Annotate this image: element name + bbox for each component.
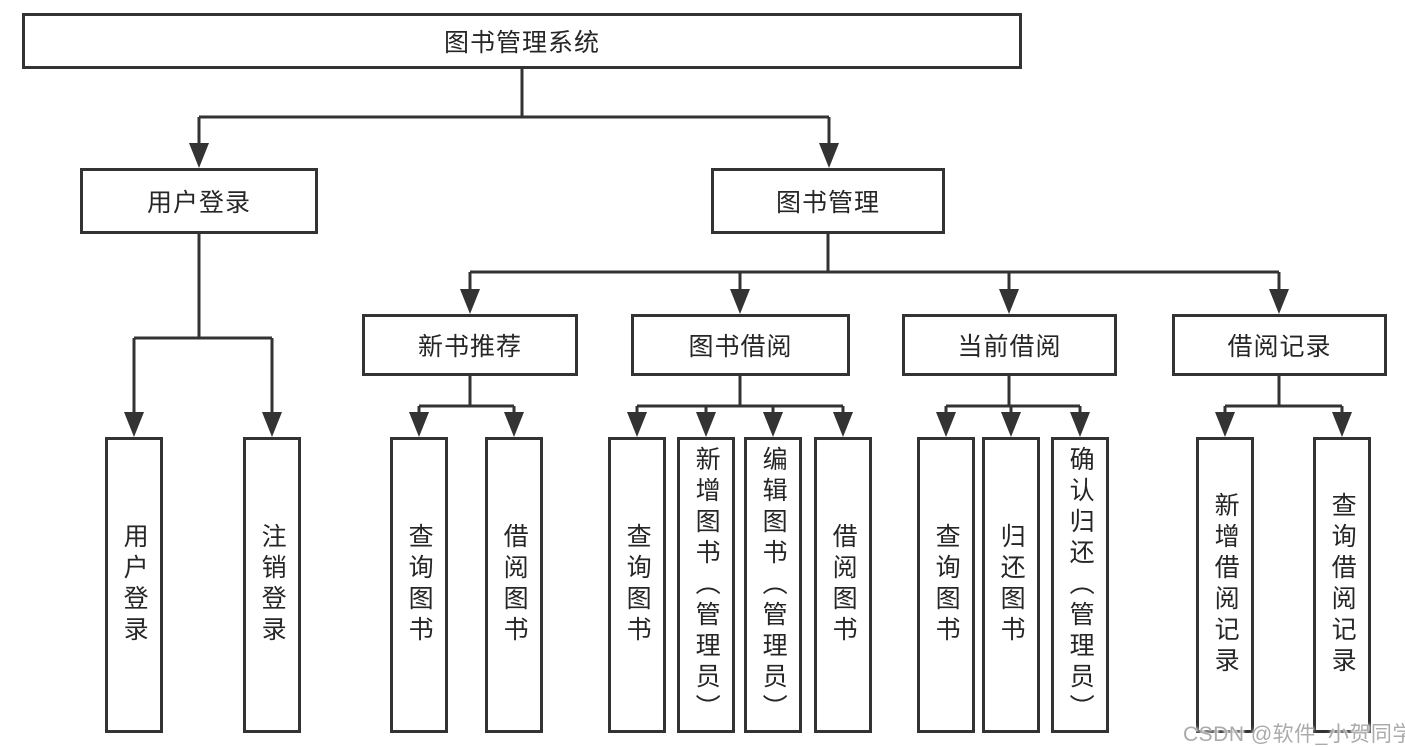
node-root-label: 图书管理系统: [443, 29, 600, 57]
node-leaf-edit-books-admin: 编辑图书（管理员）: [744, 437, 802, 733]
leaf-label: 新增图书（管理员）: [692, 445, 721, 725]
arrow-down-icon: [730, 289, 750, 314]
leaf-label: 编辑图书（管理员）: [759, 445, 788, 725]
leaf-label: 归还图书: [997, 523, 1026, 647]
node-leaf-borrow-books-recommend: 借阅图书: [485, 437, 543, 733]
leaf-label: 借阅图书: [500, 523, 529, 647]
arrow-down-icon: [189, 143, 209, 168]
arrow-down-icon: [504, 412, 524, 437]
node-leaf-add-books-admin: 新增图书（管理员）: [677, 437, 735, 733]
node-user-login-label: 用户登录: [146, 189, 251, 217]
leaf-label: 新增借阅记录: [1211, 492, 1240, 678]
node-leaf-add-borrow-record: 新增借阅记录: [1196, 437, 1254, 733]
node-leaf-query-books-current: 查询图书: [917, 437, 975, 733]
node-book-management: 图书管理: [711, 168, 945, 234]
connector-book-borrowing-to-leaves: [635, 376, 845, 416]
arrow-down-icon: [833, 412, 853, 437]
node-current-borrowing: 当前借阅: [902, 314, 1117, 376]
leaf-label: 查询借阅记录: [1328, 492, 1357, 678]
arrowheads: [124, 143, 1352, 437]
connector-user-login-to-leaves: [132, 233, 274, 416]
leaf-label: 用户登录: [120, 523, 149, 647]
node-borrowing-records: 借阅记录: [1172, 314, 1387, 376]
node-user-login: 用户登录: [80, 168, 318, 234]
arrow-down-icon: [1215, 412, 1235, 437]
node-leaf-query-books-recommend: 查询图书: [390, 437, 448, 733]
node-new-book-recommend: 新书推荐: [362, 314, 578, 376]
leaf-label: 注销登录: [258, 523, 287, 647]
arrow-down-icon: [627, 412, 647, 437]
arrow-down-icon: [409, 412, 429, 437]
leaf-label: 借阅图书: [829, 523, 858, 647]
connector-new-book-to-leaves: [417, 376, 516, 416]
node-current-borrowing-label: 当前借阅: [957, 333, 1062, 361]
node-leaf-query-books-borrowing: 查询图书: [608, 437, 666, 733]
arrow-down-icon: [262, 412, 282, 437]
node-leaf-logout: 注销登录: [243, 437, 301, 733]
watermark: CSDN @软件_小贺同学: [1183, 723, 1405, 746]
leaf-label: 查询图书: [932, 523, 961, 647]
connector-book-management-to-level3: [468, 233, 1281, 292]
connector-current-borrowing-to-leaves: [944, 376, 1082, 416]
node-leaf-return-books: 归还图书: [982, 437, 1040, 733]
connector-borrowing-records-to-leaves: [1223, 376, 1344, 416]
node-book-borrowing-label: 图书借阅: [688, 333, 793, 361]
node-root: 图书管理系统: [22, 13, 1022, 69]
arrow-down-icon: [460, 289, 480, 314]
node-leaf-borrow-books-borrowing: 借阅图书: [814, 437, 872, 733]
node-book-management-label: 图书管理: [775, 189, 880, 217]
node-book-borrowing: 图书借阅: [631, 314, 850, 376]
node-leaf-confirm-return-admin: 确认归还（管理员）: [1051, 437, 1109, 733]
leaf-label: 确认归还（管理员）: [1066, 445, 1095, 725]
connector-root-to-level2: [197, 68, 831, 146]
arrow-down-icon: [1332, 412, 1352, 437]
arrow-down-icon: [819, 143, 839, 168]
node-leaf-user-login: 用户登录: [105, 437, 163, 733]
node-leaf-query-borrow-record: 查询借阅记录: [1313, 437, 1371, 733]
arrow-down-icon: [1269, 289, 1289, 314]
leaf-label: 查询图书: [623, 523, 652, 647]
node-borrowing-records-label: 借阅记录: [1227, 333, 1332, 361]
leaf-label: 查询图书: [405, 523, 434, 647]
arrow-down-icon: [1070, 412, 1090, 437]
arrow-down-icon: [124, 412, 144, 437]
arrow-down-icon: [936, 412, 956, 437]
arrow-down-icon: [763, 412, 783, 437]
node-new-book-recommend-label: 新书推荐: [417, 333, 522, 361]
arrow-down-icon: [1001, 412, 1021, 437]
arrow-down-icon: [696, 412, 716, 437]
arrow-down-icon: [999, 289, 1019, 314]
